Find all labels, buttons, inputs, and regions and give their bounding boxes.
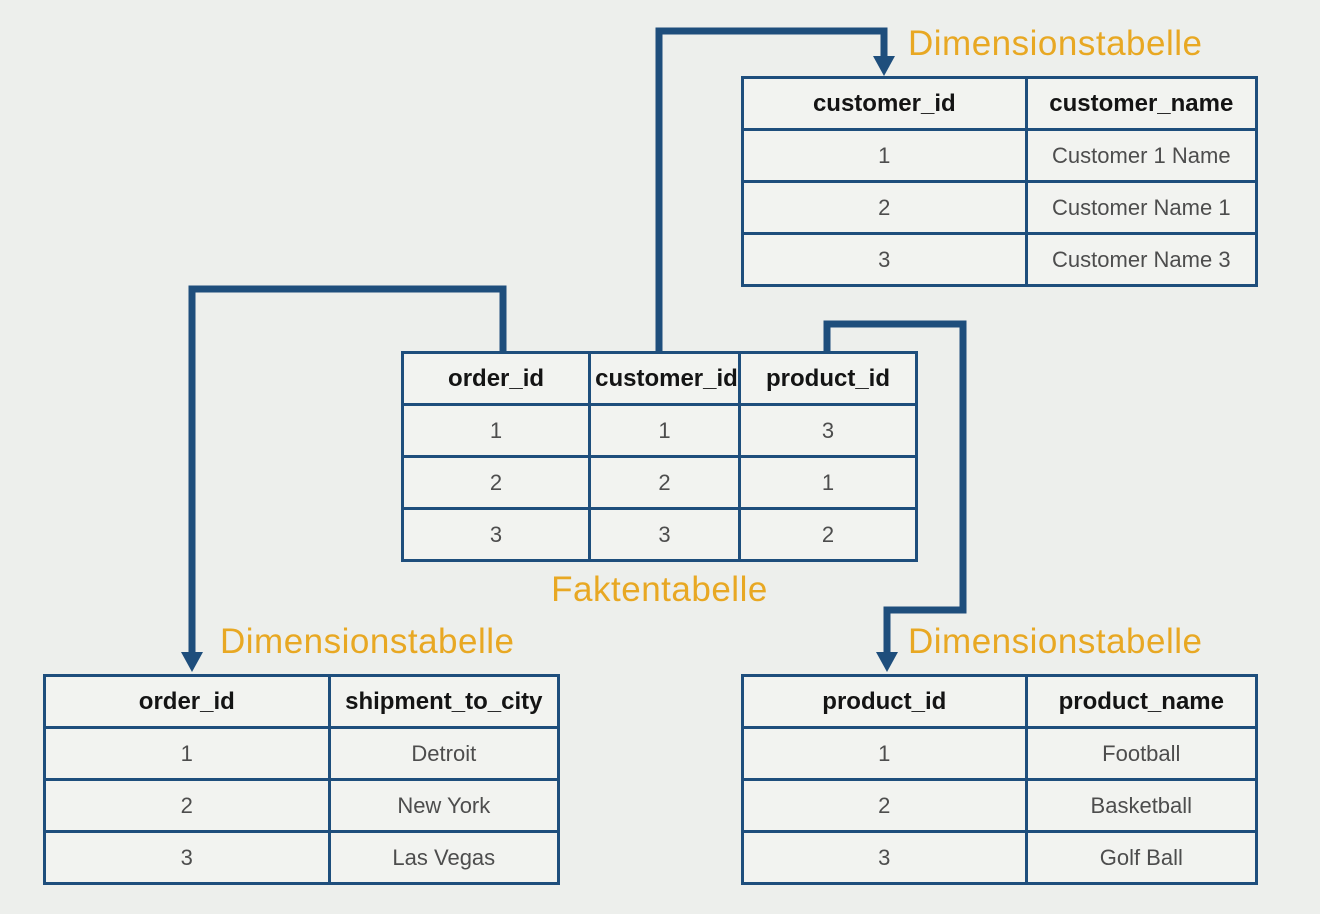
column-header: order_id — [43, 674, 331, 729]
label-fact-table: Faktentabelle — [551, 570, 768, 609]
table-row: 1 Football — [741, 726, 1259, 781]
table-cell: 1 — [43, 726, 331, 781]
order-dimension-table: order_id shipment_to_city 1 Detroit 2 Ne… — [43, 674, 561, 885]
column-header: customer_id — [588, 351, 741, 406]
table-cell: 2 — [43, 778, 331, 833]
table-cell: 3 — [741, 830, 1028, 885]
fact-table: order_id customer_id product_id 1 1 3 2 … — [400, 351, 918, 562]
table-header-row: order_id customer_id product_id — [400, 351, 918, 406]
table-row: 1 1 3 — [400, 403, 918, 458]
customer-dimension-table: customer_id customer_name 1 Customer 1 N… — [741, 76, 1259, 287]
arrowhead-order-dim-icon — [181, 652, 203, 672]
table-cell: Customer 1 Name — [1024, 128, 1259, 183]
table-cell: 1 — [400, 403, 592, 458]
table-cell: Las Vegas — [327, 830, 561, 885]
table-cell: 1 — [741, 128, 1028, 183]
table-row: 2 New York — [43, 778, 561, 833]
table-cell: 3 — [741, 232, 1028, 287]
arrow-fact-to-product-dim — [823, 320, 967, 654]
table-cell: 1 — [741, 726, 1028, 781]
table-cell: 3 — [738, 403, 918, 458]
column-header: shipment_to_city — [327, 674, 561, 729]
table-cell: Customer Name 1 — [1024, 180, 1259, 235]
arrow-fact-to-customer-dim — [655, 27, 888, 352]
table-header-row: product_id product_name — [741, 674, 1259, 729]
table-cell: 3 — [400, 507, 592, 562]
table-row: 3 3 2 — [400, 507, 918, 562]
table-cell: 2 — [588, 455, 741, 510]
table-cell: New York — [327, 778, 561, 833]
table-cell: 2 — [741, 180, 1028, 235]
label-dimension-table-bottom-left: Dimensionstabelle — [220, 622, 515, 661]
column-header: product_id — [741, 674, 1028, 729]
column-header: product_id — [738, 351, 918, 406]
table-cell: Football — [1024, 726, 1259, 781]
table-cell: Basketball — [1024, 778, 1259, 833]
label-dimension-table-top: Dimensionstabelle — [908, 24, 1203, 63]
table-cell: 1 — [738, 455, 918, 510]
table-row: 1 Customer 1 Name — [741, 128, 1259, 183]
column-header: customer_id — [741, 76, 1028, 131]
table-cell: 3 — [43, 830, 331, 885]
table-cell: Customer Name 3 — [1024, 232, 1259, 287]
column-header: product_name — [1024, 674, 1259, 729]
column-header: customer_name — [1024, 76, 1259, 131]
table-row: 2 2 1 — [400, 455, 918, 510]
label-dimension-table-bottom-right: Dimensionstabelle — [908, 622, 1203, 661]
table-row: 3 Las Vegas — [43, 830, 561, 885]
column-header: order_id — [400, 351, 592, 406]
table-row: 2 Customer Name 1 — [741, 180, 1259, 235]
table-row: 1 Detroit — [43, 726, 561, 781]
table-cell: 1 — [588, 403, 741, 458]
table-cell: 2 — [400, 455, 592, 510]
table-cell: 3 — [588, 507, 741, 562]
table-cell: Golf Ball — [1024, 830, 1259, 885]
arrow-fact-to-order-dim — [188, 285, 507, 654]
table-row: 2 Basketball — [741, 778, 1259, 833]
table-cell: 2 — [738, 507, 918, 562]
arrowhead-customer-dim-icon — [873, 56, 895, 76]
table-cell: Detroit — [327, 726, 561, 781]
arrowhead-product-dim-icon — [876, 652, 898, 672]
table-header-row: order_id shipment_to_city — [43, 674, 561, 729]
table-row: 3 Customer Name 3 — [741, 232, 1259, 287]
product-dimension-table: product_id product_name 1 Football 2 Bas… — [741, 674, 1259, 885]
table-row: 3 Golf Ball — [741, 830, 1259, 885]
table-cell: 2 — [741, 778, 1028, 833]
table-header-row: customer_id customer_name — [741, 76, 1259, 131]
